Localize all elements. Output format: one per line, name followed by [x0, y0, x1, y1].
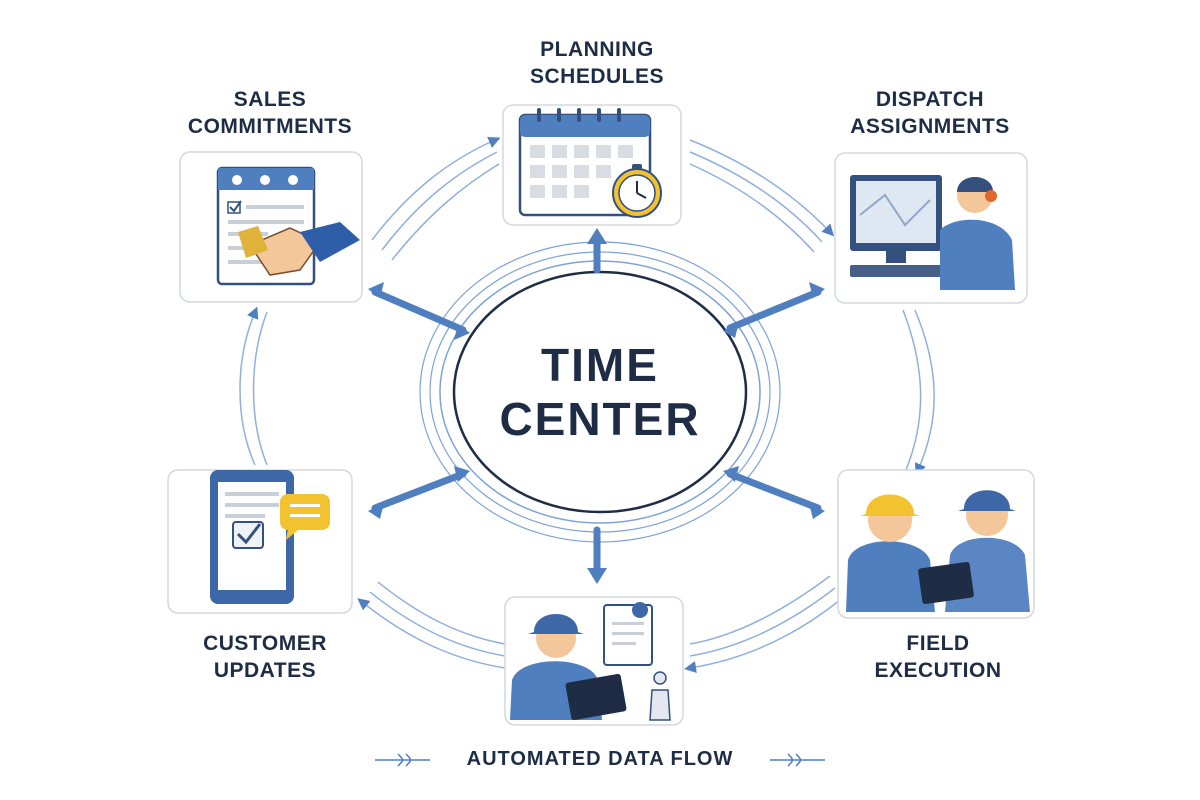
dispatch-label-line2: ASSIGNMENTS	[850, 115, 1010, 138]
field-label: FIELD EXECUTION	[808, 630, 1068, 684]
dispatcher-icon	[850, 175, 1015, 290]
customer-label: CUSTOMER UPDATES	[135, 630, 395, 684]
field-label-line1: FIELD	[906, 632, 970, 655]
customer-panel	[167, 469, 353, 614]
sales-panel	[179, 151, 363, 303]
sales-label-line1: SALES	[233, 88, 307, 111]
planning-panel	[502, 104, 682, 226]
field-workers-icon	[846, 490, 1030, 612]
calendar-icon	[518, 108, 652, 217]
footer-caption: AUTOMATED DATA FLOW	[466, 748, 734, 770]
sales-label-line2: COMMITMENTS	[187, 115, 353, 138]
technician-panel	[504, 596, 684, 726]
sales-label: SALES COMMITMENTS	[140, 86, 400, 140]
flow-arcs	[239, 136, 935, 673]
field-panel	[837, 469, 1035, 619]
center-title-line1: TIME	[541, 339, 659, 391]
dispatch-label: DISPATCH ASSIGNMENTS	[800, 86, 1060, 140]
dispatch-panel	[834, 152, 1028, 304]
customer-label-line2: UPDATES	[213, 659, 317, 682]
planning-label-line1: PLANNING	[540, 38, 654, 61]
field-label-line2: EXECUTION	[874, 659, 1002, 682]
chat-bubble-icon	[280, 494, 330, 540]
technician-icon	[510, 602, 671, 721]
planning-label: PLANNING SCHEDULES	[467, 36, 727, 90]
center-title-line2: CENTER	[499, 393, 701, 445]
checkmark-icon	[232, 521, 264, 549]
spoke-arrowheads	[368, 228, 825, 584]
spoke-arrows	[371, 236, 822, 574]
footer-flow-glyphs	[375, 753, 825, 767]
center-title: TIME CENTER	[450, 338, 750, 446]
center-circle	[452, 270, 748, 514]
handshake-icon	[238, 222, 360, 276]
planning-label-line2: SCHEDULES	[529, 65, 665, 88]
clock-icon	[612, 164, 662, 218]
dispatch-label-line1: DISPATCH	[875, 88, 985, 111]
customer-label-line1: CUSTOMER	[203, 632, 327, 655]
